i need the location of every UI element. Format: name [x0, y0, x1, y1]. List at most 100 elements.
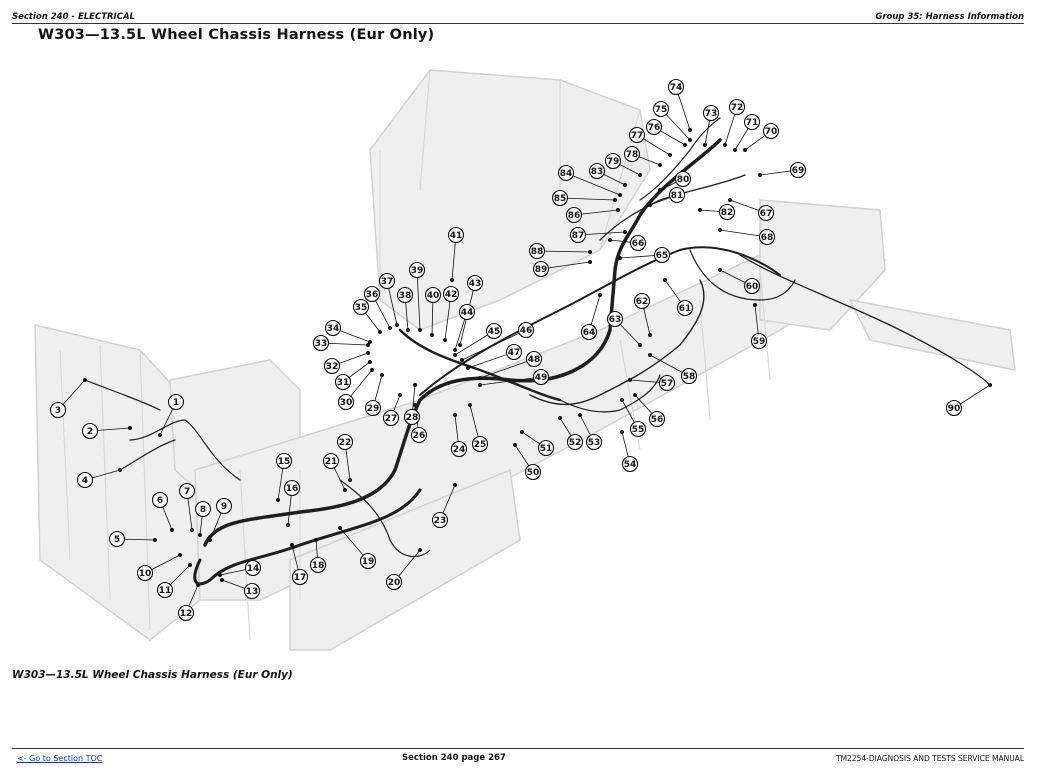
callout-circle	[718, 203, 736, 221]
callout-22: 22	[336, 433, 354, 451]
leader-dot-51	[520, 429, 525, 434]
callout-number: 1	[173, 398, 179, 408]
callout-45: 45	[485, 322, 503, 340]
callout-circle	[668, 186, 686, 204]
callout-circle	[177, 604, 195, 622]
leader-dot-17	[289, 543, 294, 548]
callout-circle	[566, 433, 584, 451]
callout-46: 46	[517, 321, 535, 339]
callout-30: 30	[337, 393, 355, 411]
callout-circle	[156, 581, 174, 599]
leader-line-84	[565, 172, 621, 196]
leader-dot-5	[152, 538, 157, 543]
callout-31: 31	[334, 373, 352, 391]
callout-number: 50	[527, 468, 540, 478]
section-toc-link[interactable]: <- Go to Section TOC	[17, 754, 103, 763]
leader-dot-72	[723, 142, 728, 147]
callout-53: 53	[585, 433, 603, 451]
callout-circle	[945, 399, 963, 417]
callout-number: 76	[648, 123, 661, 133]
leader-dot-73	[703, 142, 708, 147]
callout-58: 58	[680, 367, 698, 385]
leader-dot-7	[189, 528, 194, 533]
leader-dot-77	[668, 152, 673, 157]
callout-7: 7	[178, 482, 196, 500]
callout-number: 41	[450, 231, 463, 241]
leader-dot-81	[648, 202, 653, 207]
callout-number: 49	[535, 373, 548, 383]
leader-dot-20	[417, 548, 422, 553]
callout-circle	[450, 440, 468, 458]
callout-number: 13	[246, 587, 259, 597]
callout-number: 4	[82, 476, 88, 486]
callout-number: 15	[278, 457, 291, 467]
leader-dot-48	[477, 375, 482, 380]
callout-circle	[403, 408, 421, 426]
callout-number: 25	[474, 440, 487, 450]
callout-number: 64	[583, 328, 596, 338]
callout-number: 67	[760, 209, 773, 219]
callout-10: 10	[136, 564, 154, 582]
callout-circle	[378, 272, 396, 290]
callout-number: 71	[746, 118, 759, 128]
leader-dot-67	[728, 197, 733, 202]
callout-circle	[312, 334, 330, 352]
callout-number: 54	[624, 460, 637, 470]
callout-circle	[458, 303, 476, 321]
callout-number: 62	[636, 297, 649, 307]
callout-circle	[485, 322, 503, 340]
callout-17: 17	[291, 568, 309, 586]
leader-dot-68	[718, 227, 723, 232]
callout-number: 31	[337, 378, 350, 388]
callout-number: 22	[339, 438, 352, 448]
callout-number: 28	[406, 413, 419, 423]
callout-circle	[359, 552, 377, 570]
callout-47: 47	[505, 343, 523, 361]
leader-dot-53	[578, 412, 583, 417]
callout-circle	[323, 357, 341, 375]
callout-number: 89	[535, 265, 548, 275]
leader-dot-31	[367, 359, 372, 364]
leader-line-88	[536, 250, 591, 253]
callout-32: 32	[323, 357, 341, 375]
leader-dot-23	[452, 482, 457, 487]
callout-circle	[385, 573, 403, 591]
callout-number: 69	[792, 166, 805, 176]
leader-dot-49	[477, 382, 482, 387]
callout-circle	[629, 420, 647, 438]
callout-circle	[167, 393, 185, 411]
leader-dot-46	[459, 357, 464, 362]
callout-number: 88	[531, 247, 544, 257]
callout-number: 35	[355, 303, 368, 313]
leader-dot-87	[623, 229, 628, 234]
callout-number: 90	[948, 404, 961, 414]
leader-dot-65	[618, 255, 623, 260]
callout-number: 47	[508, 348, 521, 358]
callout-circle	[580, 323, 598, 341]
callout-circle	[565, 206, 583, 224]
callout-number: 55	[632, 425, 645, 435]
callout-number: 45	[488, 327, 501, 337]
leader-dot-21	[342, 487, 347, 492]
callout-2: 2	[81, 422, 99, 440]
leader-line-49	[479, 376, 542, 386]
callout-circle	[585, 433, 603, 451]
leader-dot-35	[377, 329, 382, 334]
callout-63: 63	[606, 310, 624, 328]
callout-number: 27	[385, 414, 398, 424]
callout-circle	[517, 321, 535, 339]
callout-number: 21	[325, 457, 338, 467]
callout-number: 12	[180, 609, 193, 619]
leader-dot-3	[83, 377, 88, 382]
callout-circle	[431, 511, 449, 529]
leader-dot-56	[633, 392, 638, 397]
callout-37: 37	[378, 272, 396, 290]
leader-dot-41	[449, 277, 454, 282]
callout-76: 76	[645, 118, 663, 136]
leader-dot-57	[628, 377, 633, 382]
callout-circle	[702, 104, 720, 122]
leader-dot-90	[988, 382, 993, 387]
leader-dot-62	[648, 332, 653, 337]
leader-dot-19	[337, 526, 342, 531]
